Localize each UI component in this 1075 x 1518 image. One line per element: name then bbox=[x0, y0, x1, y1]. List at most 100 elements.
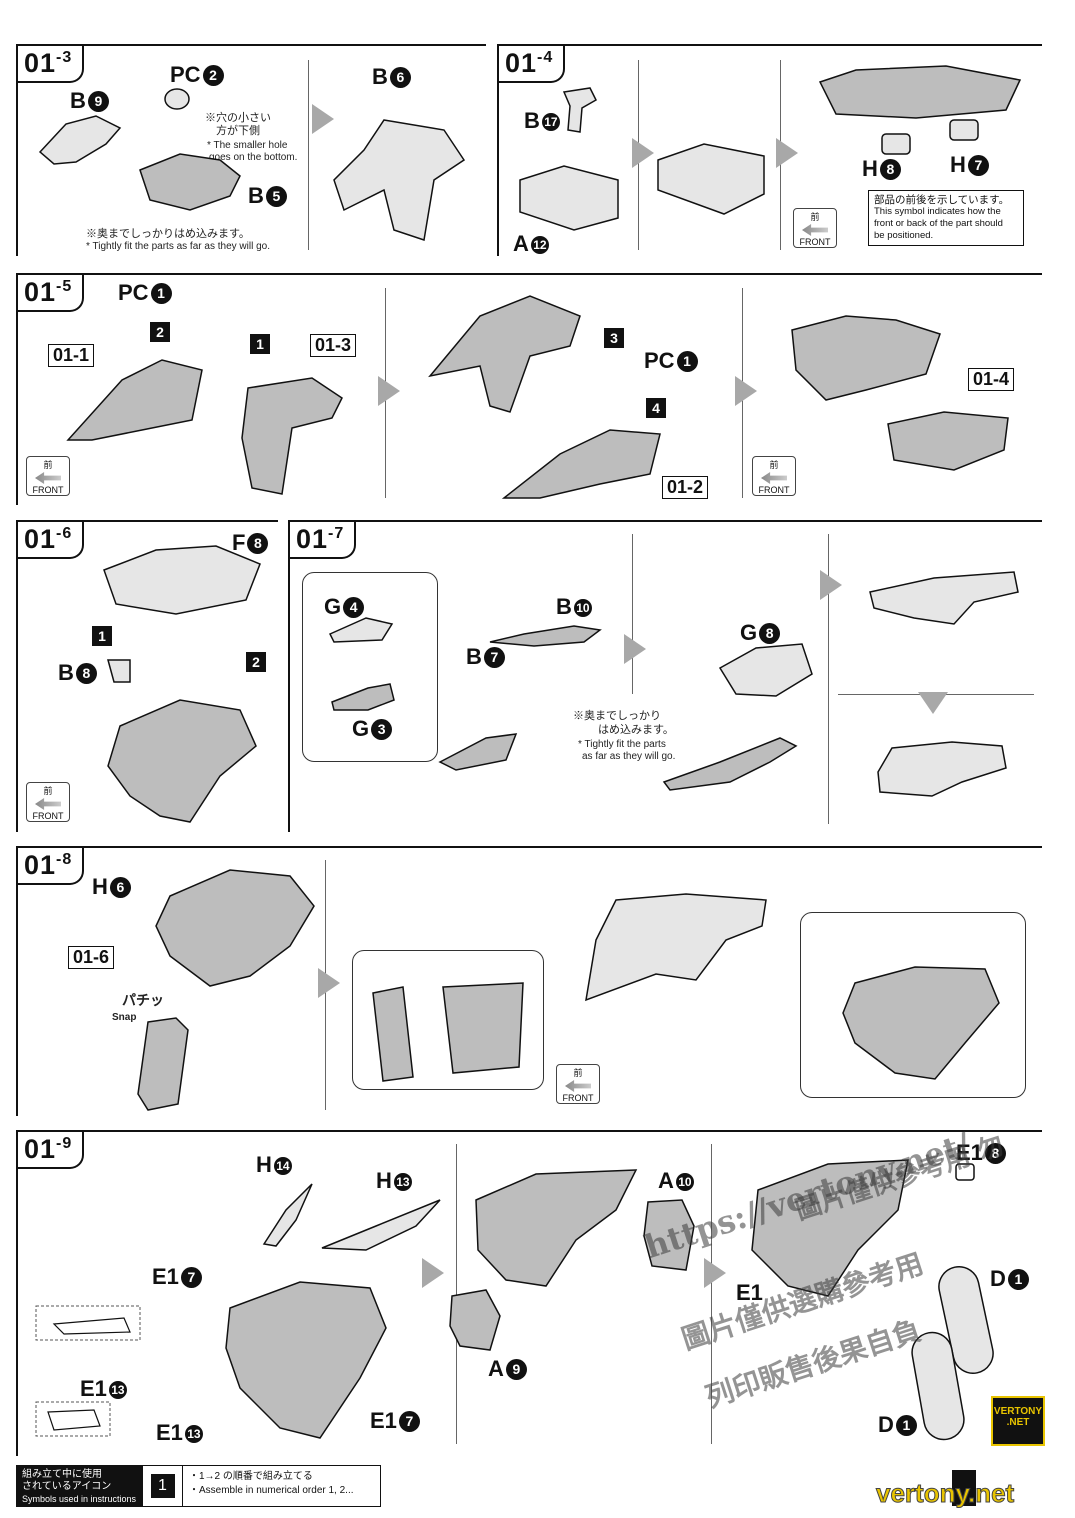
divider bbox=[828, 534, 829, 824]
assembly-01-9-mid bbox=[475, 1169, 638, 1287]
note-hole-en2: goes on the bottom. bbox=[209, 152, 298, 163]
note-tight-jp1: ※奥までしっかり bbox=[573, 710, 661, 722]
legend-title-en: Symbols used in instructions bbox=[22, 1494, 137, 1504]
legend-line-en: ・Assemble in numerical order 1, 2... bbox=[189, 1485, 354, 1496]
part-h14-illustration bbox=[262, 1183, 313, 1247]
logo-text1: VERTONY bbox=[993, 1406, 1043, 1417]
ref-01-6: 01-6 bbox=[68, 946, 115, 969]
step-marker-4: 4 bbox=[646, 398, 666, 418]
step-01-4-frame: 01-4 bbox=[497, 44, 1042, 256]
assembly-01-6-body bbox=[107, 699, 257, 823]
vertony-logo: VERTONY.NET bbox=[991, 1396, 1045, 1446]
part-b5-illustration bbox=[139, 153, 241, 211]
step-01-7-tag: 01-7 bbox=[290, 522, 357, 559]
step-marker-2: 2 bbox=[246, 652, 266, 672]
step-marker-1: 1 bbox=[250, 334, 270, 354]
part-a9-illustration bbox=[449, 1289, 501, 1351]
step-01-9-frame: 01-9 bbox=[16, 1130, 1042, 1456]
info-en3: be positioned. bbox=[874, 230, 934, 241]
legend-title-jp2: されているアイコン bbox=[22, 1481, 112, 1492]
step-arrow bbox=[735, 376, 757, 406]
part-b17-illustration bbox=[562, 87, 597, 133]
part-h7-illustration bbox=[949, 119, 979, 141]
step-01-8-frame: 01-8 bbox=[16, 846, 1042, 1116]
step-marker-3: 3 bbox=[604, 328, 624, 348]
part-pc2-illustration bbox=[164, 88, 190, 110]
legend-line-jp: ・1→2 の順番で組み立てる bbox=[189, 1471, 313, 1482]
assembly-01-7-open bbox=[869, 571, 1019, 625]
step-01-8-tag: 01-8 bbox=[18, 848, 85, 885]
divider bbox=[632, 534, 633, 694]
result-inset-01-8 bbox=[800, 912, 1026, 1098]
part-d1-bottom-illustration bbox=[911, 1331, 965, 1441]
logo-text2: .NET bbox=[1006, 1417, 1030, 1428]
note-tight-jp: ※奥までしっかりはめ込みます。 bbox=[86, 228, 250, 240]
step-arrow bbox=[820, 570, 842, 600]
ref-01-4: 01-4 bbox=[968, 368, 1015, 391]
assembly-01-4-mid bbox=[657, 143, 765, 215]
assembly-01-7-mid bbox=[662, 737, 798, 791]
info-en2: front or back of the part should bbox=[874, 218, 1003, 229]
step-01-4-tag: 01-4 bbox=[499, 46, 566, 83]
snap-en: Snap bbox=[112, 1012, 137, 1023]
detail-snap-parts bbox=[372, 982, 524, 1082]
part-snap-illustration bbox=[137, 1017, 189, 1111]
instruction-symbols-legend: 組み立て中に使用 されているアイコン Symbols used in instr… bbox=[16, 1465, 381, 1507]
assembly-01-3-result bbox=[333, 119, 466, 241]
assembly-01-5-result bbox=[791, 315, 941, 401]
step-arrow bbox=[632, 138, 654, 168]
step-arrow bbox=[312, 104, 334, 134]
note-tight-jp2: はめ込みます。 bbox=[598, 724, 674, 736]
step-01-5-frame: 01-5 bbox=[16, 273, 1042, 505]
step-arrow bbox=[378, 376, 400, 406]
note-tight-en1: * Tightly fit the parts bbox=[578, 739, 666, 750]
page-number-marker bbox=[952, 1470, 976, 1506]
part-b7-b10-illustration bbox=[489, 625, 602, 647]
note-tight-en2: as far as they will go. bbox=[582, 751, 676, 762]
detail-inset-g3-g4 bbox=[302, 572, 438, 762]
info-jp: 部品の前後を示しています。 bbox=[874, 194, 1010, 206]
ref-01-1: 01-1 bbox=[48, 344, 95, 367]
bottom-watermark-url: vertony.net bbox=[875, 1478, 1015, 1509]
step-01-9-tag: 01-9 bbox=[18, 1132, 85, 1169]
part-e18-illustration bbox=[955, 1163, 975, 1181]
front-symbol-info: 部品の前後を示しています。 This symbol indicates how … bbox=[868, 190, 1024, 246]
part-g8-illustration bbox=[718, 643, 813, 697]
step-arrow bbox=[318, 968, 340, 998]
part-f8-illustration bbox=[103, 545, 261, 615]
note-hole-jp1: ※穴の小さい bbox=[205, 112, 271, 124]
part-b9-illustration bbox=[38, 115, 122, 165]
note-tight-en: * Tightly fit the parts as far as they w… bbox=[86, 241, 270, 252]
assembly-01-9-result bbox=[751, 1159, 909, 1297]
assembly-g3-g4-result bbox=[438, 733, 518, 771]
legend-title: 組み立て中に使用 されているアイコン Symbols used in instr… bbox=[17, 1466, 143, 1506]
step-arrow bbox=[704, 1258, 726, 1288]
assembly-01-9-body bbox=[225, 1281, 387, 1439]
part-h13-illustration bbox=[321, 1199, 441, 1251]
note-hole-en1: * The smaller hole bbox=[207, 140, 288, 151]
legend-text: ・1→2 の順番で組み立てる ・Assemble in numerical or… bbox=[183, 1466, 360, 1506]
divider bbox=[456, 1144, 457, 1444]
